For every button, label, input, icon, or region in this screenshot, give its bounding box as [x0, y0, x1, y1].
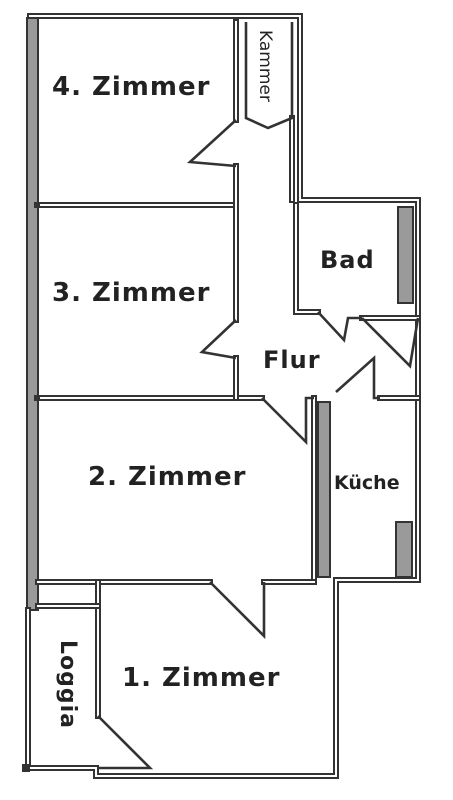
- wall-cap-mid-left: [34, 395, 40, 401]
- left-exterior-wall: [26, 17, 39, 611]
- door-bad: [317, 311, 362, 343]
- door-swings: [97, 22, 420, 770]
- kitchen-stove: [395, 521, 413, 578]
- room-label-bad: Bad: [320, 246, 375, 274]
- room-label-loggia: Loggia: [55, 640, 80, 730]
- kitchen-counter: [317, 401, 331, 578]
- door-flur-right: [361, 317, 420, 369]
- bathtub: [397, 206, 414, 304]
- door-zimmer4: [186, 119, 237, 168]
- wall-cap-loggia: [22, 764, 30, 772]
- door-kueche: [335, 355, 380, 400]
- door-zimmer2: [261, 396, 314, 446]
- room-label-kammer: Kammer: [255, 30, 275, 102]
- door-kammer: [244, 22, 294, 130]
- room-label-zimmer2: 2. Zimmer: [88, 462, 247, 492]
- room-label-kueche: Küche: [334, 472, 400, 494]
- door-loggia: [97, 715, 154, 770]
- room-label-flur: Flur: [263, 346, 321, 374]
- door-zimmer3: [199, 319, 237, 360]
- door-zimmer1: [209, 581, 266, 640]
- room-label-zimmer4: 4. Zimmer: [52, 72, 211, 102]
- interior-walls: [35, 19, 421, 719]
- outer-walls: [25, 13, 421, 779]
- wall-cap-top-left: [34, 202, 40, 208]
- room-label-zimmer1: 1. Zimmer: [122, 663, 281, 693]
- room-label-zimmer3: 3. Zimmer: [52, 278, 211, 308]
